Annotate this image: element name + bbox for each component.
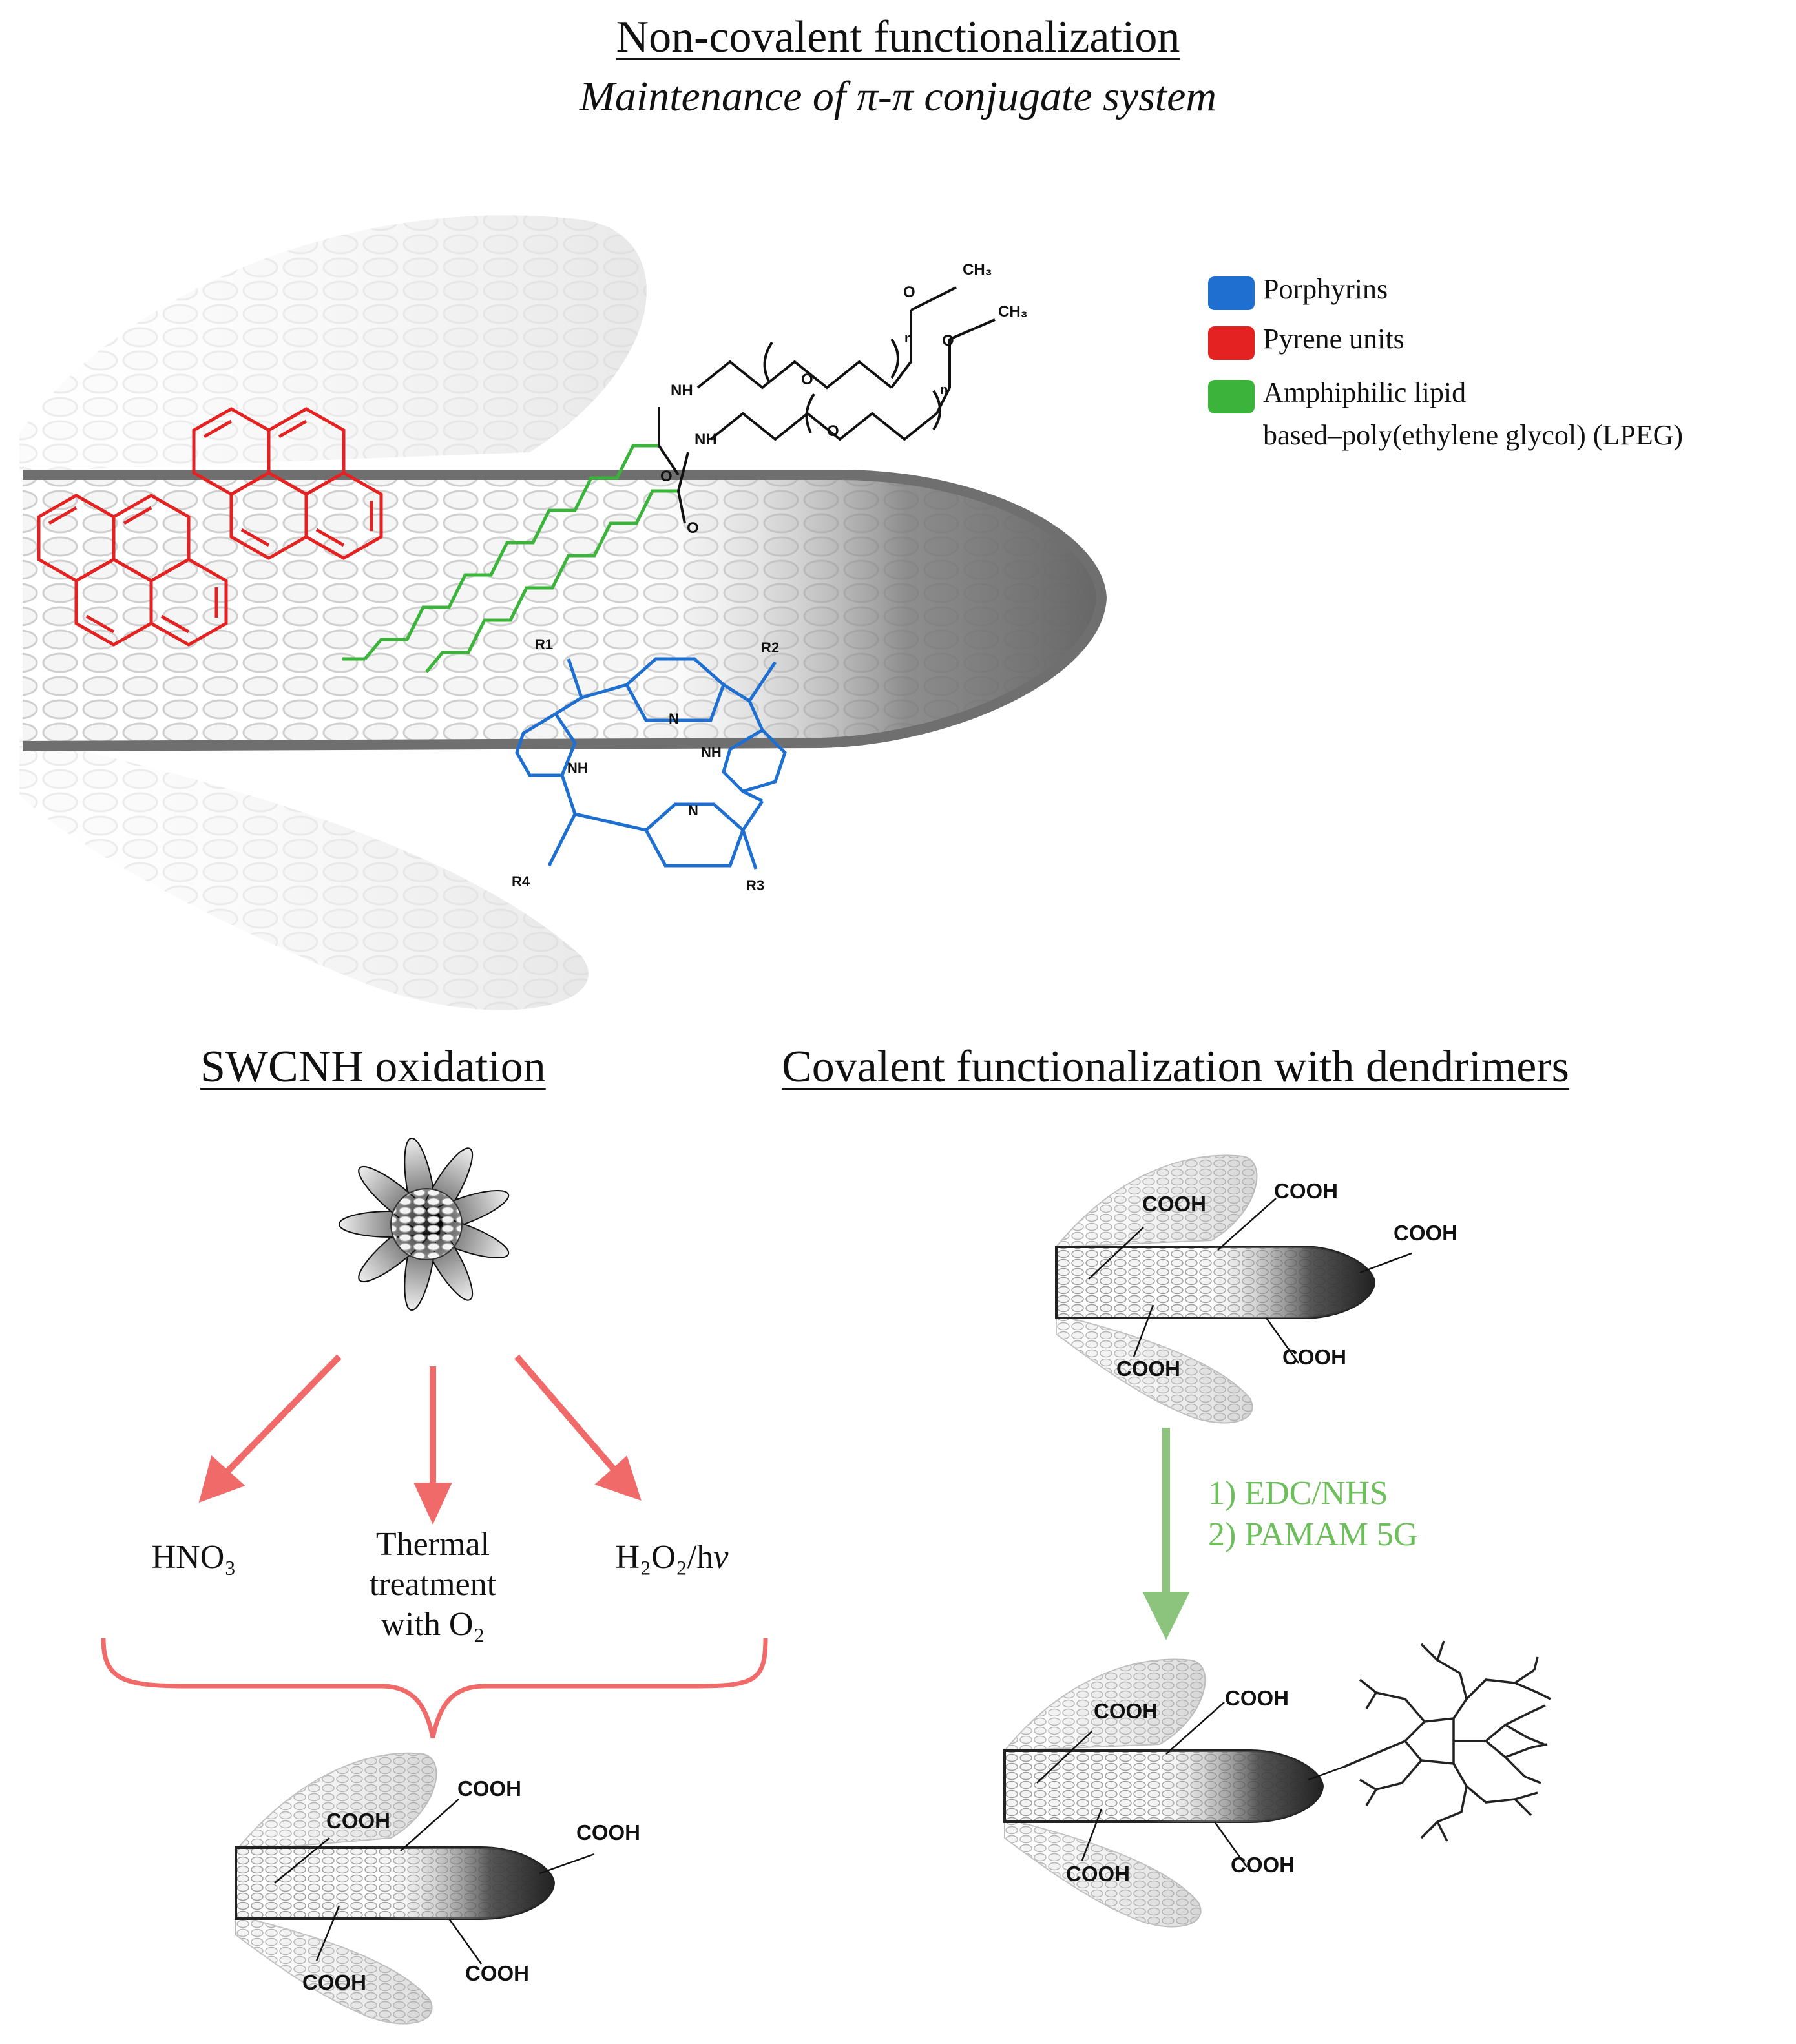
method-thermal-line2: treatment [369,1566,497,1603]
ox-cooh-2: COOH [457,1777,521,1800]
dendrimer-step-2: 2) PAMAM 5G [1208,1516,1418,1553]
dd2-cooh-1: COOH [1094,1699,1158,1723]
method-thermal: Thermal treatment with O₂ [329,1525,536,1645]
dd-cooh-5: COOH [1116,1357,1180,1381]
dd2-cooh-3: COOH [1231,1853,1295,1877]
porphyrin-n-top: N [669,711,679,727]
dd2-cooh-4: COOH [1066,1862,1130,1886]
oxidation-title: SWCNH oxidation [200,1042,546,1092]
ch3-label-1: CH₃ [963,261,992,278]
dd-cooh-1: COOH [1142,1192,1206,1216]
subtitle-pre: Maintenance of [579,73,857,120]
dendrimer-nanohorn [1003,1658,1344,1928]
main-title: Non-covalent functionalization [616,12,1180,62]
o-label-4: O [827,422,839,440]
method-h2o2-text: H₂O₂/h [615,1539,714,1576]
porphyrin-nh-right: NH [701,744,722,760]
nh-label-2: NH [694,431,717,448]
dendrimer-arrow [1142,1428,1190,1640]
o-label-1: O [903,284,915,301]
lpeg-chains [342,444,678,673]
dd-cooh-3: COOH [1394,1221,1457,1245]
legend-label-porphyrins: Porphyrins [1263,273,1388,305]
pyrene-unit-2 [37,494,228,647]
legend-swatch-lpeg [1208,380,1255,413]
oxidation-brace [101,1638,768,1738]
dd2-cooh-2: COOH [1225,1686,1289,1710]
legend-swatch-porphyrins [1208,276,1255,310]
method-hno3: HNO₃ [97,1538,291,1578]
legend-label-lpeg-2: based–poly(ethylene glycol) (LPEG) [1263,419,1684,451]
swcnh-aggregate [339,1137,510,1311]
r3-label: R3 [746,877,764,893]
subtitle-pi: π-π [856,73,914,120]
method-hno3-text: HNO₃ [151,1539,236,1576]
method-h2o2-nu: ν [713,1539,729,1576]
r4-label: R4 [512,873,530,890]
nh-label-1: NH [671,382,693,399]
subtitle-post: conjugate system [913,73,1217,120]
legend-label-pyrene: Pyrene units [1263,323,1404,355]
legend-label-lpeg: Amphiphilic lipid [1263,377,1467,408]
rep-n-1: n [904,331,912,346]
method-h2o2: H₂O₂/hν [569,1538,775,1578]
o-label-6: O [687,519,699,537]
main-subtitle: Maintenance of π-π conjugate system [0,72,1796,121]
o-label-3: O [801,371,813,388]
carboxylated-nanohorn [1054,1154,1412,1424]
method-thermal-line1: Thermal [375,1526,490,1563]
r1-label: R1 [535,636,553,652]
oxidation-arrows [198,1354,642,1525]
rep-n-2: n [940,383,948,397]
oxidized-nanohorn [234,1752,595,2025]
method-thermal-line3: with O₂ [381,1606,485,1643]
porphyrin [515,657,787,870]
main-tube-edge [22,470,1107,751]
dd-cooh-2: COOH [1274,1179,1338,1203]
dendrimer-step-1: 1) EDC/NHS [1208,1475,1388,1512]
r2-label: R2 [761,640,779,656]
peg-segment [658,286,996,524]
legend-swatch-pyrene [1208,326,1255,360]
dd-cooh-4: COOH [1282,1345,1346,1369]
ox-cooh-3: COOH [576,1820,640,1844]
ch3-label-2: CH₃ [998,303,1028,320]
o-label-5: O [660,468,673,485]
pamam-dendrimer [1343,1640,1551,1842]
dendrimer-title: Covalent functionalization with dendrime… [782,1042,1569,1092]
ox-cooh-4: COOH [465,1961,529,1985]
porphyrin-nh-left: NH [567,760,588,776]
ox-cooh-1: COOH [326,1809,390,1833]
ox-cooh-5: COOH [302,1970,366,1994]
porphyrin-n-bottom: N [688,802,698,819]
pyrene-unit-1 [192,407,383,560]
o-label-2: O [942,332,954,349]
